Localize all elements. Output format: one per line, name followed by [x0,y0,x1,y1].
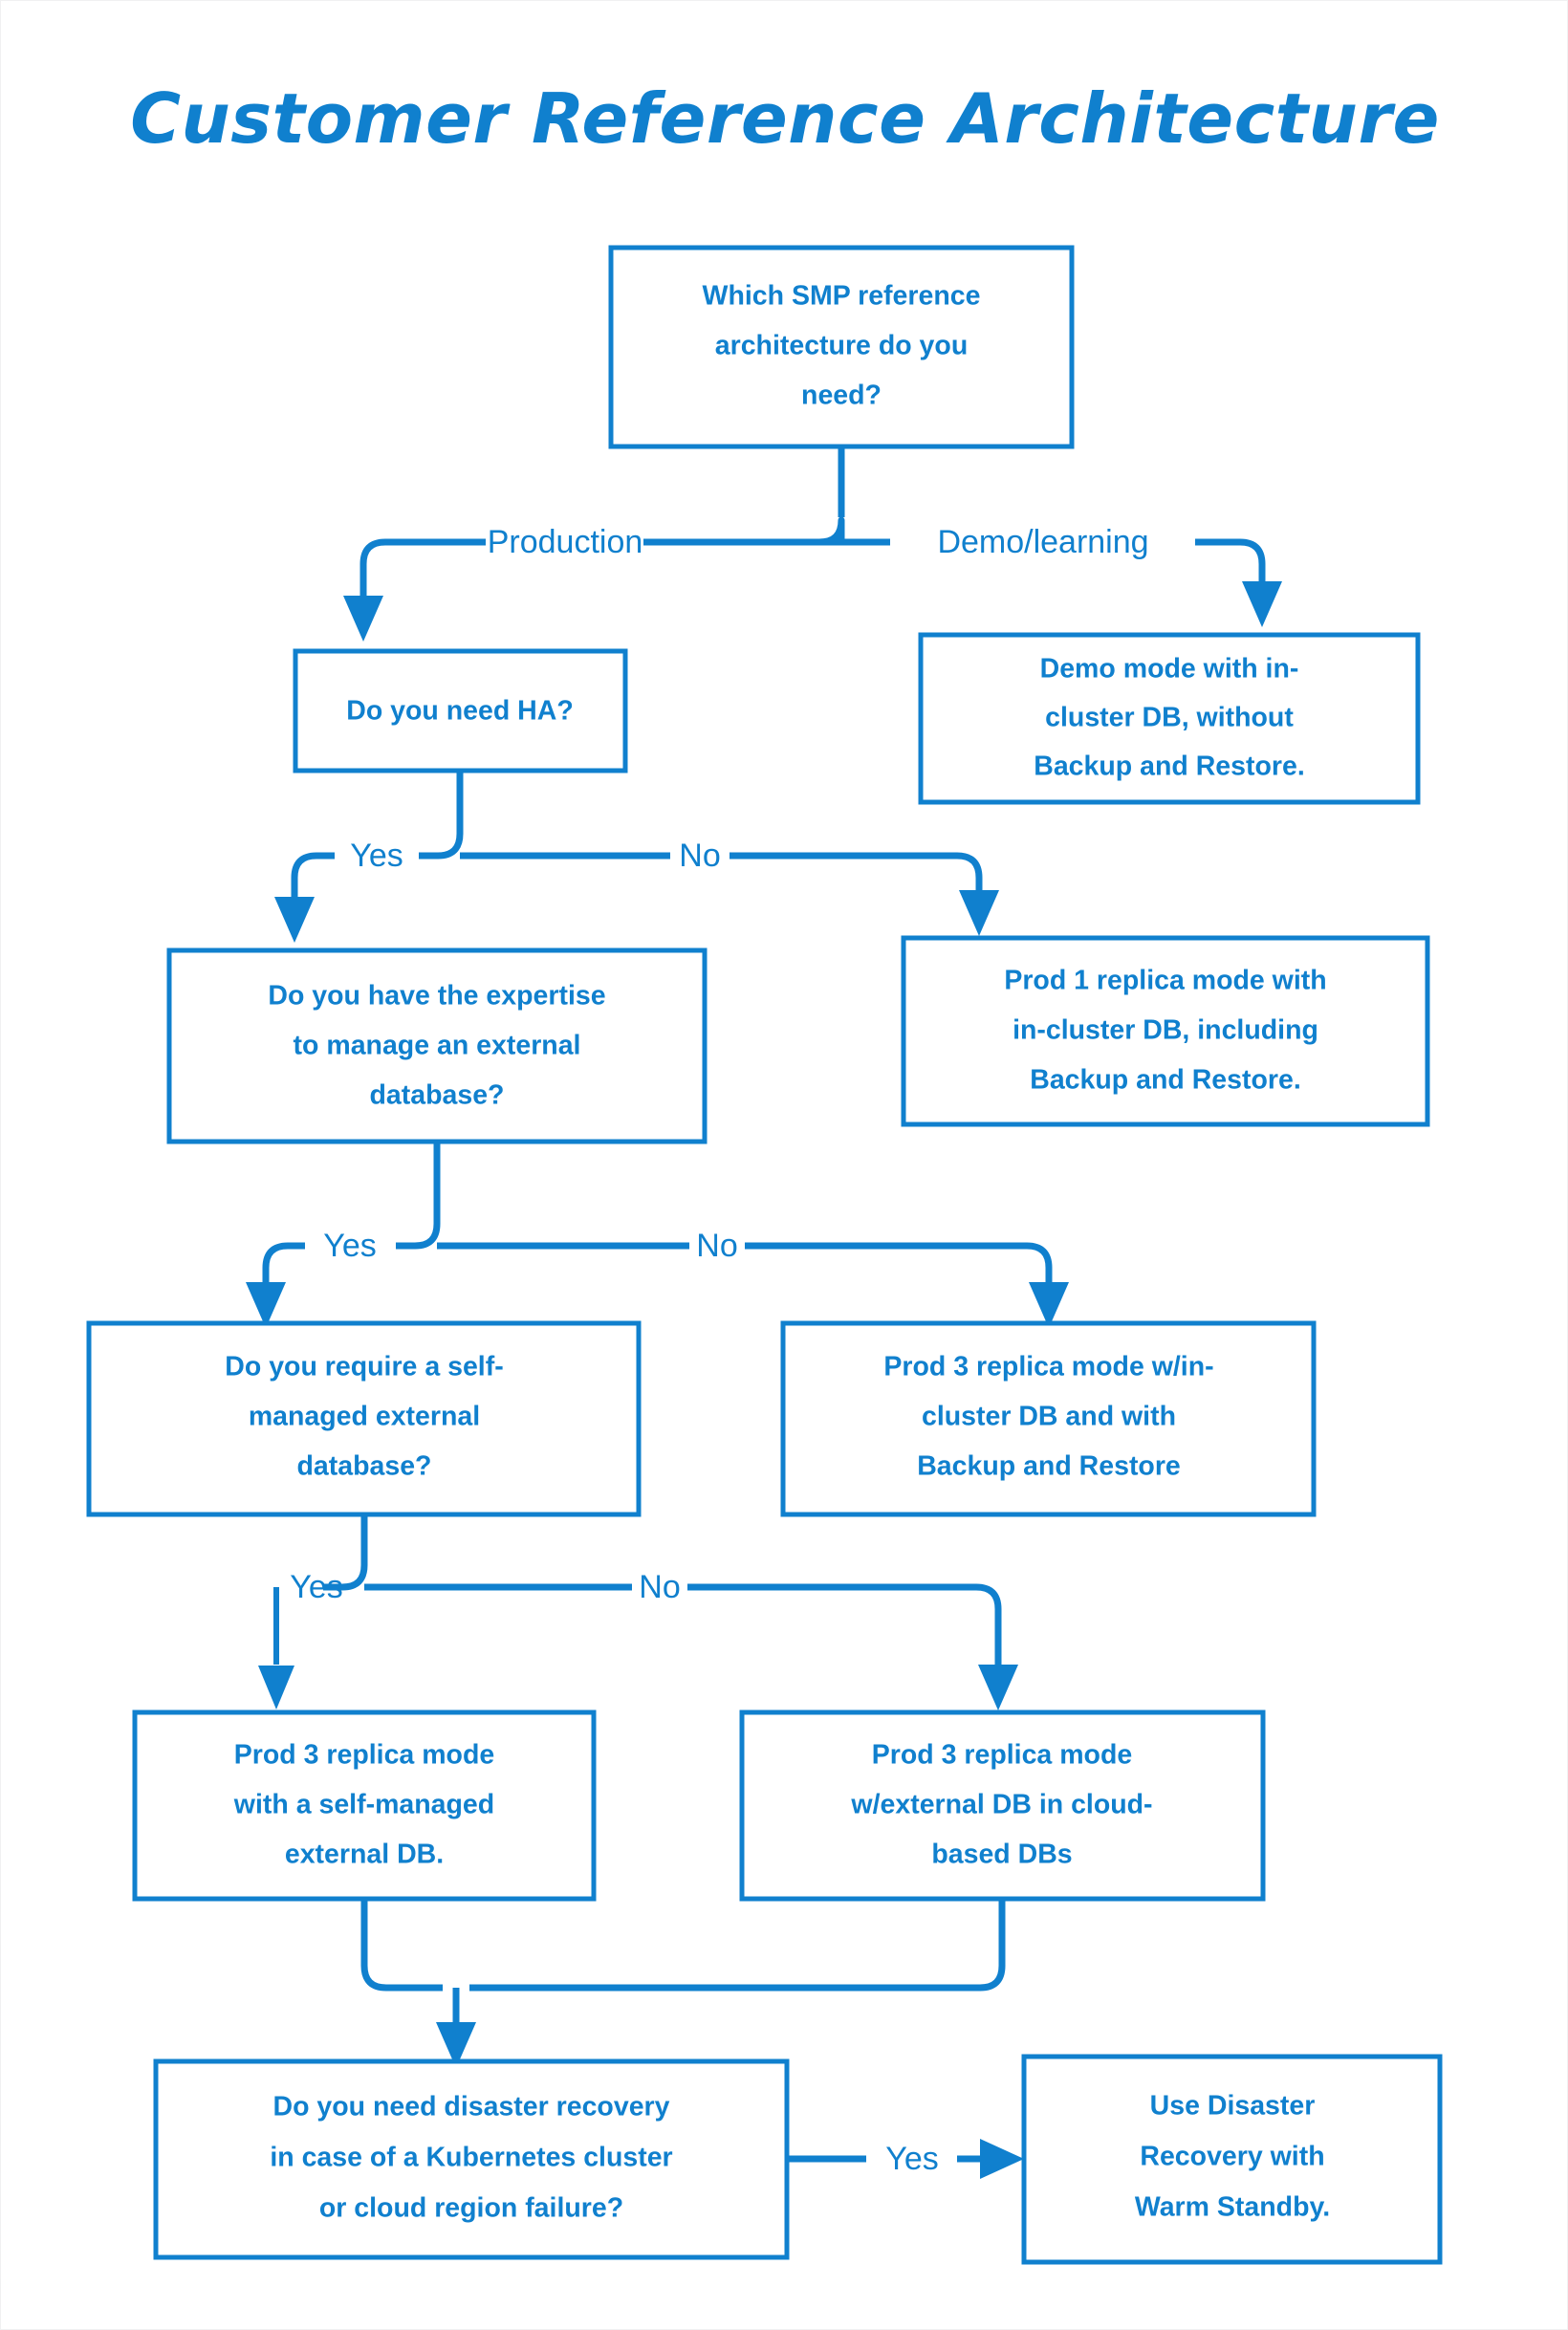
arrowhead-demo [1242,581,1282,627]
edge-label-demo-learning: Demo/learning [937,524,1148,560]
node-box [901,935,1430,1127]
connector-demo-drop [1195,538,1266,582]
node-box [918,632,1421,805]
node-line: Recovery with [1140,2142,1324,2172]
node-line: architecture do you [715,331,968,361]
node-box [608,245,1075,449]
arrowhead-dr [436,2022,476,2068]
node-line: in-cluster DB, including [1013,1015,1318,1046]
connector-production-drop [359,538,486,599]
node-line: Do you need disaster recovery [272,2092,669,2123]
node-box [86,1320,642,1517]
node-box [739,1709,1266,1902]
node-box [166,947,708,1144]
node-line: w/external DB in cloud- [850,1790,1152,1820]
edge-label-selfmanaged-yes: Yes [290,1569,342,1605]
node-line: to manage an external [294,1031,581,1061]
connector-selfmanaged-stem [323,1514,368,1591]
node-line: Do you have the expertise [268,981,605,1012]
connector-layer [246,446,1282,2179]
node-line: Backup and Restore. [1034,751,1305,782]
node-box [1021,2054,1443,2265]
node-line: Backup and Restore [917,1451,1181,1482]
node-prod-3-replica-mode-in-cluster-db[interactable]: Prod 3 replica mode w/in- cluster DB and… [780,1320,1317,1517]
node-line: or cloud region failure? [319,2193,623,2224]
node-line: cluster DB and with [922,1402,1176,1432]
node-line: Do you need HA? [346,696,574,727]
node-line: Prod 3 replica mode [234,1740,494,1771]
edge-label-ha-yes: Yes [350,838,403,874]
connector-ha-no-drop [730,852,983,890]
connector-ha-stem [419,771,464,860]
node-line: Which SMP reference [703,281,981,312]
node-prod-3-replica-mode-self-managed-external-db[interactable]: Prod 3 replica mode with a self-managed … [132,1709,597,1902]
node-line: Prod 3 replica mode w/in- [883,1352,1213,1383]
node-line: Prod 1 replica mode with [1004,966,1326,996]
node-box [153,2058,790,2260]
edge-label-ha-no: No [679,838,720,874]
edge-label-production: Production [488,524,643,560]
connector-expertise-no-drop [745,1242,1053,1282]
node-line: in case of a Kubernetes cluster [270,2143,672,2173]
arrowhead-ha-yes [274,897,315,943]
node-line: need? [801,381,882,411]
connector-ha-yes-drop [291,852,335,898]
node-demo-mode-in-cluster-db[interactable]: Demo mode with in- cluster DB, without B… [918,632,1421,805]
arrowhead-ha-no [959,890,999,936]
edge-label-layer: Production Demo/learning Yes No Yes No Y… [290,524,1148,2177]
node-prod-1-replica-mode[interactable]: Prod 1 replica mode with in-cluster DB, … [901,935,1430,1127]
node-line: Warm Standby. [1135,2192,1330,2223]
connector-selfdb-merge [360,1899,443,1992]
node-line: Use Disaster [1150,2091,1316,2122]
node-do-you-need-disaster-recovery[interactable]: Do you need disaster recovery in case of… [153,2058,790,2260]
node-line: with a self-managed [233,1790,494,1820]
node-use-disaster-recovery-warm-standby[interactable]: Use Disaster Recovery with Warm Standby. [1021,2054,1443,2265]
node-do-you-need-ha[interactable]: Do you need HA? [293,648,628,773]
connector-clouddb-merge [469,1899,1006,1992]
node-line: database? [297,1451,432,1482]
connector-expertise-stem [396,1142,441,1250]
connector-selfmanaged-no-drop [687,1583,1002,1665]
edge-label-dr-yes: Yes [885,2141,938,2177]
arrowhead-expertise-yes [246,1282,286,1328]
node-line: Demo mode with in- [1040,654,1299,685]
node-line: external DB. [285,1840,444,1870]
arrowhead-production [343,596,383,642]
edge-label-expertise-yes: Yes [323,1228,376,1264]
node-prod-3-replica-mode-cloud-based-dbs[interactable]: Prod 3 replica mode w/external DB in clo… [739,1709,1266,1902]
page-title: Customer Reference Architecture [130,78,1440,159]
arrowhead-selfmanaged-yes [258,1666,294,1709]
node-box [132,1709,597,1902]
node-do-you-have-expertise-external-database[interactable]: Do you have the expertise to manage an e… [166,947,708,1144]
edge-label-selfmanaged-no: No [639,1569,680,1605]
node-line: Prod 3 replica mode [872,1740,1132,1771]
node-line: Do you require a self- [225,1352,503,1383]
connector-expertise-yes-drop [262,1242,305,1282]
edge-label-expertise-no: No [696,1228,737,1264]
node-line: managed external [249,1402,480,1432]
node-line: based DBs [931,1840,1072,1870]
arrowhead-dr-yes [980,2139,1024,2179]
node-do-you-require-self-managed-external-database[interactable]: Do you require a self- managed external … [86,1320,642,1517]
arrowhead-selfmanaged-no [978,1665,1018,1710]
node-line: Backup and Restore. [1030,1065,1301,1096]
connector-root-left [643,520,845,546]
arrowhead-expertise-no [1029,1282,1069,1328]
node-line: database? [370,1080,505,1111]
node-line: cluster DB, without [1045,703,1294,733]
node-which-smp-reference-architecture[interactable]: Which SMP reference architecture do you … [608,245,1075,449]
node-box [780,1320,1317,1517]
node-box [293,648,628,773]
